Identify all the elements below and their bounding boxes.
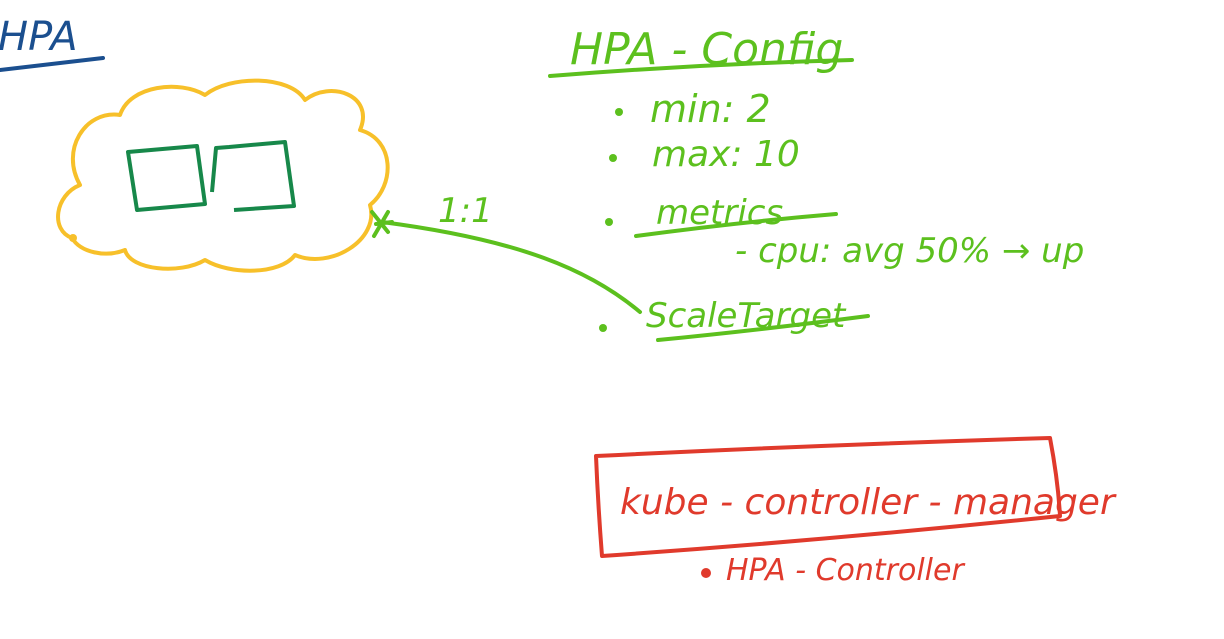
bullet-metrics [605,218,613,226]
bullet-hpa-controller [701,568,711,578]
connector-arrowhead [370,210,394,238]
pod-box-1 [126,144,207,212]
controller-manager-group: kube - controller - manager HPA - Contro… [594,436,1117,588]
bullet-scale-target [599,324,607,332]
metrics-cpu-detail: - cpu: avg 50% → up [735,231,1084,271]
hpa-config-group: HPA - Config min: 2 max: 10 metrics - cp… [548,24,1084,342]
scale-target-connector: 1:1 [370,191,642,314]
connector-line [380,220,642,314]
config-item-max: max: 10 [652,134,800,175]
config-item-min: min: 2 [650,87,771,131]
controller-manager-box [594,436,1062,558]
hpa-config-underline [548,58,854,78]
controller-manager-label: kube - controller - manager [620,482,1117,523]
metrics-underline [634,212,838,238]
connector-label: 1:1 [438,191,493,231]
scale-target-underline [656,314,870,342]
bullet-min [615,108,623,116]
hpa-title: HPA [0,14,78,60]
hpa-title-group: HPA [0,14,105,72]
cluster-cloud-group [56,78,390,273]
bullet-max [609,154,617,162]
hpa-controller-label: HPA - Controller [726,553,965,588]
cluster-cloud [56,78,390,273]
cloud-end-dot [69,234,77,242]
pod-box-2 [210,140,296,212]
hpa-title-underline [0,56,105,72]
